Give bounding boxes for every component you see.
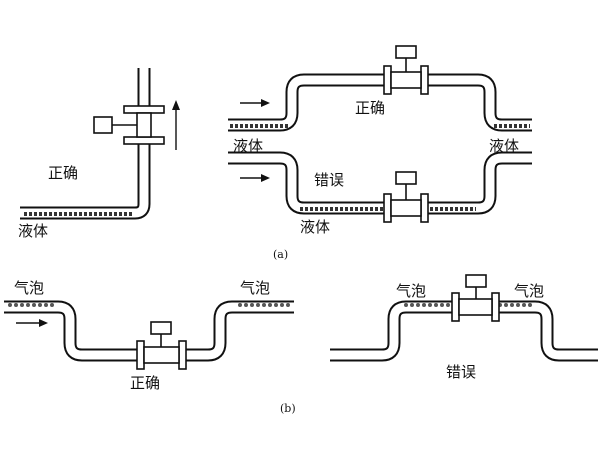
flange — [451, 292, 460, 322]
label-bubble: 气泡 — [514, 282, 544, 300]
diagram-a-wrong-dip: 错误 液体 — [228, 151, 532, 236]
flowmeter-head — [395, 171, 417, 185]
label-liquid: 液体 — [233, 137, 263, 155]
flange — [178, 340, 187, 370]
flange — [390, 199, 422, 217]
flange — [458, 298, 493, 316]
flowmeter-head — [93, 116, 113, 134]
flange — [123, 136, 165, 145]
diagram-a-correct-loop: 正确 液体 液体 — [228, 45, 532, 155]
diagram-a-vertical-riser: 正确 液体 — [18, 68, 180, 240]
flange — [143, 346, 180, 364]
flange — [390, 71, 422, 89]
caption-b: (b) — [280, 402, 296, 415]
flowmeter-head — [150, 321, 172, 335]
flowmeter-head — [465, 274, 487, 288]
flange — [383, 193, 392, 223]
bubbles-right — [238, 303, 290, 307]
label-liquid: 液体 — [489, 137, 519, 155]
label-bubble: 气泡 — [14, 279, 44, 297]
label-correct: 正确 — [355, 99, 385, 117]
diagram-b-correct: 气泡 气泡 正确 — [4, 279, 294, 392]
label-wrong: 错误 — [314, 171, 344, 189]
flange — [136, 340, 145, 370]
label-bubble: 气泡 — [240, 279, 270, 297]
label-wrong: 错误 — [446, 363, 476, 381]
label-liquid: 液体 — [300, 218, 330, 236]
flange — [383, 65, 392, 95]
label-bubble: 气泡 — [396, 282, 426, 300]
bubbles-left — [8, 303, 54, 307]
flange — [136, 112, 152, 138]
caption-a: (a) — [273, 248, 288, 261]
label-correct: 正确 — [130, 374, 160, 392]
diagram-b-wrong: 气泡 气泡 错误 — [330, 274, 598, 381]
flange — [420, 193, 429, 223]
flange — [491, 292, 500, 322]
flange — [420, 65, 429, 95]
flowmeter-head — [395, 45, 417, 59]
flange — [123, 105, 165, 114]
label-liquid: 液体 — [18, 222, 48, 240]
label-correct: 正确 — [48, 164, 78, 182]
